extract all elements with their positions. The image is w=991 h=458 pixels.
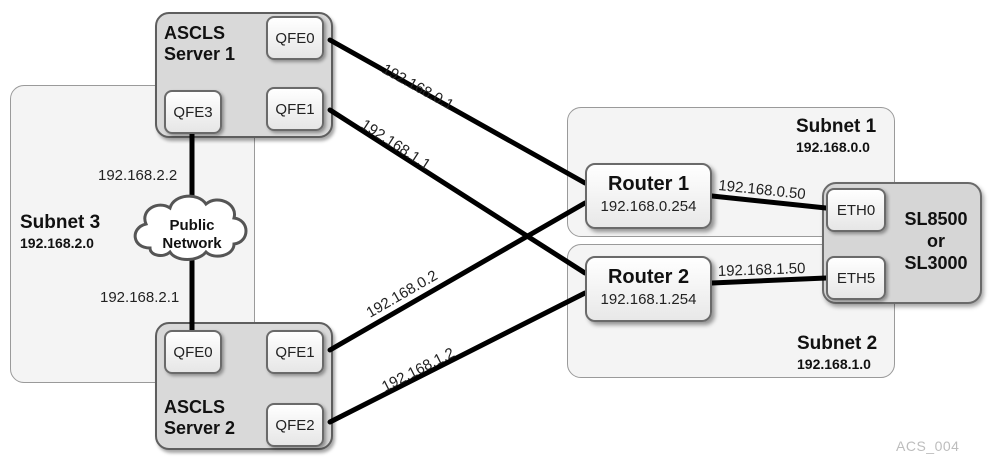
library-label-line3: SL3000 bbox=[904, 253, 968, 273]
server-1-label-line2: Server 1 bbox=[164, 44, 236, 64]
server-2-port-qfe0: QFE0 bbox=[164, 330, 222, 374]
link-router1-eth0 bbox=[709, 193, 829, 211]
subnet-2-ip: 192.168.1.0 bbox=[797, 356, 871, 372]
subnet-1-ip: 192.168.0.0 bbox=[796, 139, 870, 155]
cloud-label-line1: Public bbox=[169, 217, 214, 234]
library-port-eth0: ETH0 bbox=[826, 188, 886, 232]
link-s2-qfe1-router1 bbox=[327, 200, 588, 353]
ip-label-s1-qfe3: 192.168.2.2 bbox=[98, 167, 177, 184]
library-label-line1: SL8500 bbox=[904, 209, 968, 229]
subnet-2-title: Subnet 2 bbox=[797, 333, 878, 354]
server-2-label: ASCLS Server 2 bbox=[164, 397, 235, 439]
link-s1-qfe0-router1 bbox=[327, 37, 588, 186]
server-2-port-qfe2: QFE2 bbox=[266, 403, 324, 447]
link-s2-qfe2-router2 bbox=[327, 290, 588, 425]
server-1-port-qfe1: QFE1 bbox=[266, 87, 324, 131]
ip-label-s1-qfe0: 192.168.0.1 bbox=[379, 61, 457, 114]
library-label-line2: or bbox=[927, 231, 945, 251]
library-port-eth5: ETH5 bbox=[826, 256, 886, 300]
ip-label-s2-qfe2: 192.168.1.2 bbox=[379, 344, 457, 395]
router-2-title: Router 2 bbox=[607, 266, 690, 288]
router-2-ip: 192.168.1.254 bbox=[600, 291, 697, 308]
ip-label-r2-eth5: 192.168.1.50 bbox=[718, 260, 806, 280]
subnet-3-ip: 192.168.2.0 bbox=[20, 235, 94, 251]
server-1-label-line1: ASCLS bbox=[164, 23, 226, 43]
router-1-ip: 192.168.0.254 bbox=[600, 198, 697, 215]
link-router2-eth5 bbox=[709, 275, 829, 286]
figure-id-label: ACS_004 bbox=[896, 438, 960, 454]
server-2-port-qfe1: QFE1 bbox=[266, 330, 324, 374]
ip-label-s1-qfe1: 192.168.1.1 bbox=[358, 116, 434, 173]
subnet-1-title: Subnet 1 bbox=[796, 116, 877, 137]
router-1: Router 1 192.168.0.254 bbox=[585, 163, 712, 229]
router-1-title: Router 1 bbox=[607, 173, 690, 195]
router-2: Router 2 192.168.1.254 bbox=[585, 256, 712, 322]
ip-label-s2-qfe0: 192.168.2.1 bbox=[100, 289, 179, 306]
server-2-label-line1: ASCLS bbox=[164, 397, 226, 417]
server-1-label: ASCLS Server 1 bbox=[164, 23, 235, 65]
subnet-3-title: Subnet 3 bbox=[20, 212, 101, 233]
server-1-port-qfe3: QFE3 bbox=[164, 90, 222, 134]
server-2-label-line2: Server 2 bbox=[164, 418, 236, 438]
public-network-cloud-icon: Public Network bbox=[133, 194, 248, 261]
library-label: SL8500 or SL3000 bbox=[896, 208, 976, 274]
server-1-port-qfe0: QFE0 bbox=[266, 16, 324, 60]
link-s1-qfe1-router2 bbox=[327, 107, 588, 276]
cloud-label-line2: Network bbox=[162, 235, 222, 252]
